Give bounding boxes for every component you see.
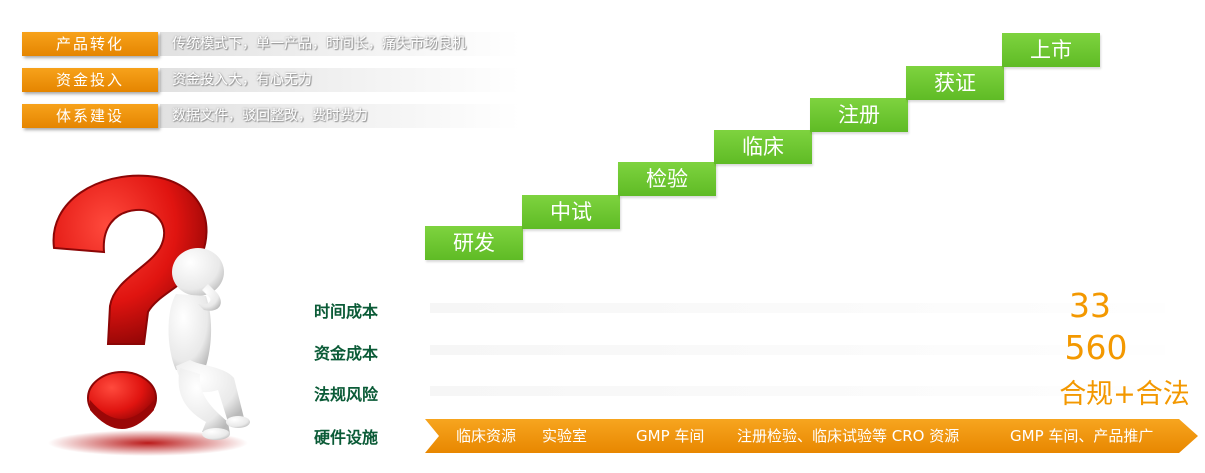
hardware-item-clinical: 临床资源 (456, 427, 517, 445)
row-label-time-cost: 时间成本 (314, 302, 379, 321)
challenge-tag: 资金投入 (22, 68, 158, 92)
capital-cost-value: 560 (1064, 328, 1128, 367)
question-mark-icon (52, 174, 208, 429)
step-clinical: 临床 (714, 130, 812, 164)
step-pilot: 中试 (522, 195, 620, 229)
challenge-tag: 体系建设 (22, 104, 158, 128)
step-certification: 获证 (906, 66, 1004, 100)
row-guide (430, 303, 1165, 313)
step-rd: 研发 (425, 226, 523, 260)
row-label-regulatory-risk: 法规风险 (314, 385, 379, 404)
row-guide (430, 386, 1165, 396)
challenge-desc: 传统模式下，单一产品，时间长，痛失市场良机 (172, 36, 466, 52)
challenge-bar (160, 104, 520, 128)
thinking-figure-icon (168, 248, 250, 440)
step-launch: 上市 (1002, 33, 1100, 67)
row-guide (430, 345, 1165, 355)
challenge-desc: 资金投入大，有心无力 (172, 72, 312, 88)
step-registration: 注册 (810, 98, 908, 132)
step-testing: 检验 (618, 162, 716, 196)
hardware-item-gmp: GMP 车间 (636, 427, 705, 445)
hardware-arrow-bar (425, 419, 1198, 453)
row-label-hardware: 硬件设施 (314, 428, 379, 447)
ground-shadow (48, 430, 248, 456)
hardware-item-gmp-promo: GMP 车间、产品推广 (1010, 427, 1154, 445)
hardware-item-lab: 实验室 (542, 427, 588, 445)
hardware-item-cro: 注册检验、临床试验等 CRO 资源 (737, 427, 960, 445)
challenge-desc: 数据文件，驳回整改，费时费力 (172, 108, 368, 124)
regulatory-value: 合规+合法 (1059, 379, 1190, 410)
challenge-tag: 产品转化 (22, 32, 158, 56)
question-illustration (30, 160, 260, 460)
challenge-bar (160, 32, 520, 56)
challenge-bar (160, 68, 520, 92)
row-label-capital-cost: 资金成本 (314, 344, 379, 363)
time-cost-value: 33 (1069, 286, 1111, 325)
